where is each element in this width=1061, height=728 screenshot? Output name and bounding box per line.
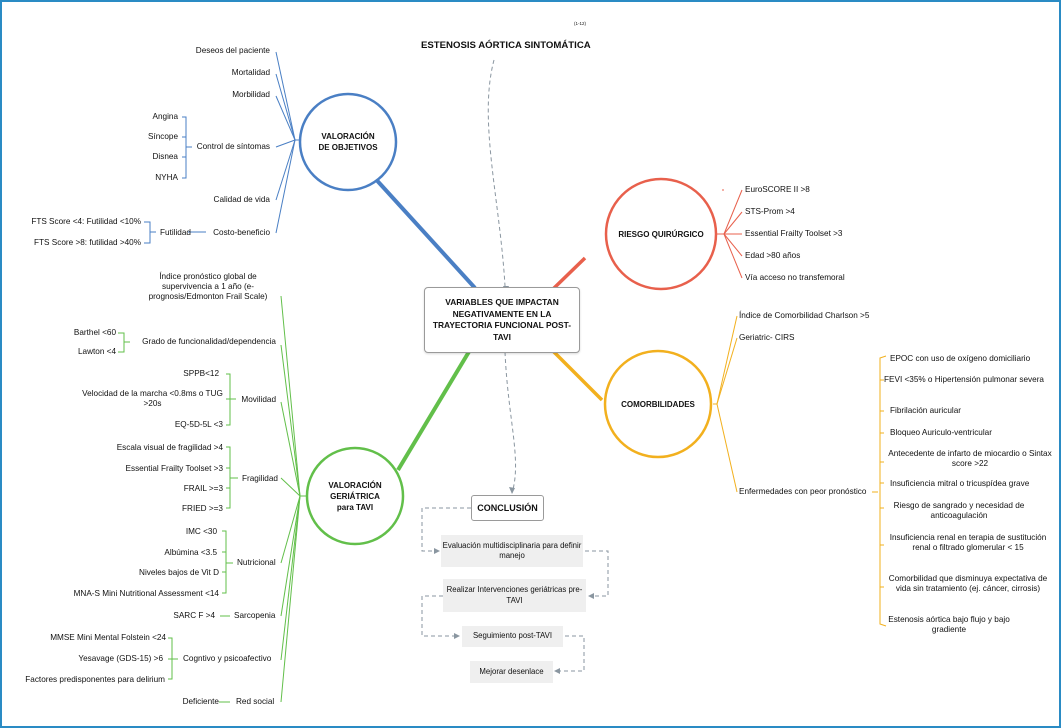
- circle-objetivos: [298, 92, 398, 192]
- pronostico-item: EPOC con uso de oxígeno domiciliario: [890, 354, 1031, 363]
- riesgo-item: Edad >80 años: [745, 251, 801, 260]
- pronostico-item: Riesgo de sangrado y necesidad de antico…: [893, 501, 1025, 520]
- futilidad-item: FTS Score >8: futilidad >40%: [34, 238, 141, 247]
- nutricional-item: Albúmina <3.5: [164, 548, 217, 557]
- red-social-item: Deficiente: [182, 697, 219, 706]
- geriatrica-movilidad: Movilidad: [241, 395, 276, 404]
- fragilidad-item: Essential Frailty Toolset >3: [125, 464, 223, 473]
- comorbilidades-label: COMORBILIDADES: [621, 400, 695, 409]
- movilidad-item: Velocidad de la marcha <0.8ms o TUG >20s: [82, 389, 223, 408]
- futilidad-label: Futilidad: [160, 228, 191, 237]
- geriatrica-funcionalidad: Grado de funcionalidad/dependencia: [142, 337, 276, 346]
- geriatrica-fragilidad: Fragilidad: [242, 474, 278, 483]
- objetivo-item: Calidad de vida: [213, 195, 270, 204]
- sintoma-item: Disnea: [152, 152, 179, 161]
- circle-geriatrica: [305, 446, 405, 546]
- conclusion-step: Evaluación multidisciplinaria para defin…: [441, 535, 583, 567]
- cognitivo-item: MMSE Mini Mental Folstein <24: [50, 633, 166, 642]
- riesgo-item: EuroSCORE II >8: [745, 185, 810, 194]
- objetivo-item: Morbilidad: [232, 90, 270, 99]
- geriatrica-indice: Índice pronóstico global de supervivenci…: [148, 272, 268, 301]
- geriatrica-red-social: Red social: [236, 697, 275, 706]
- pronostico-item: Antecedente de infarto de miocardio o Si…: [888, 449, 1052, 468]
- central-node: VARIABLES QUE IMPACTAN NEGATIVAMENTE EN …: [424, 287, 580, 353]
- fragilidad-item: FRIED >=3: [182, 504, 223, 513]
- comorbilidad-item: Índice de Comorbilidad Charlson >5: [739, 311, 870, 320]
- riesgo-item: STS-Prom >4: [745, 207, 795, 216]
- geriatrica-nutricional: Nutricional: [237, 558, 276, 567]
- riesgo-item: Vía acceso no transfemoral: [745, 273, 845, 282]
- objetivos-spokes: [144, 51, 302, 244]
- geriatrica-sarcopenia: Sarcopenia: [234, 611, 276, 620]
- nutricional-item: MNA-S Mini Nutritional Assessment <14: [73, 589, 219, 598]
- pronostico-item: Insuficiencia mitral o tricuspídea grave: [890, 479, 1030, 488]
- branch-geriatrica: [396, 348, 472, 472]
- branch-riesgo: [550, 256, 587, 292]
- objetivo-item: Control de síntomas: [196, 142, 270, 151]
- movilidad-item: SPPB<12: [183, 369, 219, 378]
- circle-comorbilidades: [603, 349, 713, 459]
- sintoma-item: Síncope: [147, 132, 178, 141]
- movilidad-item: EQ-5D-5L <3: [174, 420, 223, 429]
- pronostico-item: Estenosis aórtica bajo flujo y bajo grad…: [888, 615, 1010, 634]
- conclusion-step: Seguimiento post-TAVI: [462, 626, 563, 647]
- conclusion-box: CONCLUSIÓN: [471, 495, 544, 521]
- riesgo-label: RIESGO QUIRÚRGICO: [618, 230, 704, 239]
- pronostico-item: Comorbilidad que disminuya expectativa d…: [888, 574, 1048, 593]
- futilidad-item: FTS Score <4: Futilidad <10%: [31, 217, 141, 226]
- conclusion-step: Mejorar desenlace: [470, 661, 553, 683]
- objetivo-item: Deseos del paciente: [195, 46, 270, 55]
- branch-comorbilidades: [550, 348, 604, 402]
- pronostico-item: Insuficiencia renal en terapia de sustit…: [889, 533, 1047, 552]
- fragilidad-item: Escala visual de fragilidad >4: [116, 443, 223, 452]
- pronostico-item: FEVI <35% o Hipertensión pulmonar severa: [884, 375, 1044, 384]
- pronostico-item: Bloqueo Auriculo-ventricular: [890, 428, 992, 437]
- funcionalidad-item: Barthel <60: [73, 328, 116, 337]
- sintoma-item: Angina: [152, 112, 179, 121]
- cognitivo-item: Yesavage (GDS-15) >6: [78, 654, 163, 663]
- comorbilidad-item: Geriatric- CIRS: [739, 333, 795, 342]
- flow-lines: [421, 59, 609, 672]
- geriatrica-spokes: [118, 295, 307, 703]
- objetivo-item: Costo-beneficio: [213, 228, 270, 237]
- funcionalidad-item: Lawton <4: [77, 347, 116, 356]
- pronostico-item: Fibrilación auricular: [890, 406, 961, 415]
- sintoma-item: NYHA: [155, 173, 178, 182]
- riesgo-item: Essential Frailty Toolset >3: [745, 229, 843, 238]
- conclusion-step: Realizar Intervenciones geriátricas pre-…: [443, 579, 586, 612]
- top-title: ESTENOSIS AÓRTICA SINTOMÁTICA: [421, 40, 591, 51]
- riesgo-spokes: [717, 189, 743, 279]
- branch-objetivos: [370, 173, 477, 290]
- circle-riesgo: [604, 177, 718, 291]
- sarcopenia-item: SARC F >4: [173, 611, 215, 620]
- cognitivo-item: Factores predisponentes para delirium: [25, 675, 165, 684]
- geriatrica-cognitivo: Cogntivo y psicoafectivo: [183, 654, 272, 663]
- comorbilidad-item: Enfermedades con peor pronóstico: [739, 487, 867, 496]
- objetivo-item: Mortalidad: [231, 68, 270, 77]
- reference-note: (1-12): [574, 21, 587, 26]
- comorbilidades-spokes: [713, 315, 887, 627]
- nutricional-item: IMC <30: [185, 527, 217, 536]
- nutricional-item: Niveles bajos de Vit D: [139, 568, 219, 577]
- fragilidad-item: FRAIL >=3: [183, 484, 223, 493]
